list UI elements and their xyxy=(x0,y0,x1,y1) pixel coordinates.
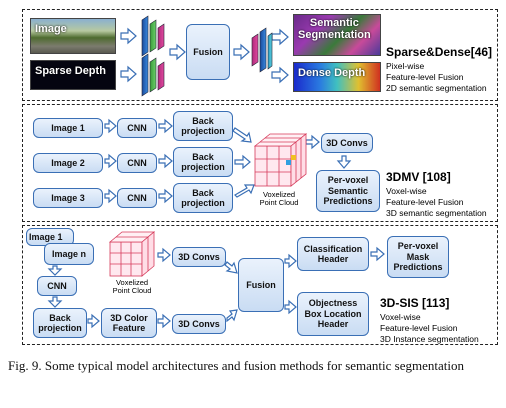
image-3-box: Image 3 xyxy=(33,188,103,208)
back-projection-box-3: Back projection xyxy=(173,183,233,213)
panel1-desc-1: Pixel-wise xyxy=(386,61,425,71)
panel1-desc-2: Feature-level Fusion xyxy=(386,72,464,82)
arrow-right-icon xyxy=(271,66,289,84)
panel-3d-sis xyxy=(22,225,498,345)
sparse-depth-label: Sparse Depth xyxy=(35,65,106,77)
arrow-right-icon xyxy=(233,43,250,61)
fusion-box-p3: Fusion xyxy=(238,258,284,312)
fusion-box: Fusion xyxy=(186,24,230,80)
arrow-diagonal-icon xyxy=(232,127,252,143)
panel-3dmv xyxy=(22,104,498,222)
converging-arrows xyxy=(232,127,255,198)
3d-convs-top-box: 3D Convs xyxy=(172,247,226,267)
feature-maps-decoder xyxy=(251,27,273,73)
arrow-right-icon xyxy=(120,27,137,45)
cnn-box-p3: CNN xyxy=(37,276,77,296)
arrow-right-icon xyxy=(104,188,117,204)
image-1-box: Image 1 xyxy=(33,118,103,138)
arrow-down-icon xyxy=(336,155,352,169)
cnn-box-1: CNN xyxy=(117,118,157,138)
semantic-segmentation-output: Semantic Segmentation xyxy=(293,14,381,56)
voxel-cube-3dmv xyxy=(253,133,308,187)
panel2-title: 3DMV [108] xyxy=(386,170,451,184)
diagonal-arrows xyxy=(224,261,238,323)
voxelized-label-p3: Voxelized Point Cloud xyxy=(112,278,152,296)
panel2-desc-3: 3D semantic segmentation xyxy=(386,208,487,218)
arrow-right-icon xyxy=(104,153,117,169)
arrow-right-icon xyxy=(271,28,289,46)
semantic-segmentation-label: Semantic Segmentation xyxy=(298,17,371,41)
panel3-desc-1: Voxel-wise xyxy=(380,312,421,322)
panel2-desc-2: Feature-level Fusion xyxy=(386,197,464,207)
arrow-right-icon xyxy=(158,188,173,204)
feature-maps-encoder-depth xyxy=(141,53,165,97)
arrow-right-icon xyxy=(158,153,173,169)
panel-sparse-dense xyxy=(22,9,498,101)
classification-header-box: Classification Header xyxy=(297,237,369,271)
image-label: Image xyxy=(35,23,67,35)
dense-depth-label: Dense Depth xyxy=(298,67,366,79)
arrow-right-icon xyxy=(158,118,173,134)
voxel-highlight xyxy=(286,155,296,165)
arrow-right-icon xyxy=(157,313,171,329)
arrow-right-icon xyxy=(169,43,186,61)
arrow-diagonal-icon xyxy=(224,261,238,274)
arrow-right-icon xyxy=(284,253,297,269)
arrow-right-icon xyxy=(120,65,137,83)
panel1-desc-3: 2D semantic segmentation xyxy=(386,83,487,93)
arrow-down-icon xyxy=(47,296,63,308)
3d-convs-bottom-box: 3D Convs xyxy=(172,314,226,334)
arrow-right-icon xyxy=(87,313,100,329)
arrows xyxy=(47,27,385,329)
arrow-diagonal-icon xyxy=(234,184,255,198)
objectness-header-box: Objectness Box Location Header xyxy=(297,292,369,336)
arrow-right-icon xyxy=(370,246,385,262)
image-thumbnail: Image xyxy=(30,18,116,54)
panel3-desc-2: Feature-level Fusion xyxy=(380,323,458,333)
figure-caption: Fig. 9. Some typical model architectures… xyxy=(8,358,464,373)
back-projection-box-p3: Back projection xyxy=(33,308,87,338)
arrow-down-icon xyxy=(47,265,63,276)
feature-maps-encoder-image xyxy=(141,15,165,57)
sparse-depth-thumbnail: Sparse Depth xyxy=(30,60,116,90)
panel2-desc-1: Voxel-wise xyxy=(386,186,427,196)
dense-depth-output: Dense Depth xyxy=(293,62,381,92)
per-voxel-semantic-box: Per-voxel Semantic Predictions xyxy=(316,170,380,212)
3d-color-feature-box: 3D Color Feature xyxy=(101,308,157,338)
arrow-right-icon xyxy=(305,134,320,150)
per-voxel-mask-box: Per-voxel Mask Predictions xyxy=(387,236,449,278)
back-projection-box-1: Back projection xyxy=(173,111,233,141)
panel3-title: 3D-SIS [113] xyxy=(380,296,450,310)
image-2-box: Image 2 xyxy=(33,153,103,173)
arrow-right-icon xyxy=(234,154,251,170)
cnn-box-2: CNN xyxy=(117,153,157,173)
arrow-diagonal-icon xyxy=(226,309,238,323)
voxel-cube-3d-sis xyxy=(108,231,156,277)
panel1-title: Sparse&Dense[46] xyxy=(386,45,493,59)
back-projection-box-2: Back projection xyxy=(173,147,233,177)
image-n-box: Image n xyxy=(44,243,94,265)
arrow-right-icon xyxy=(284,299,297,315)
cnn-box-3: CNN xyxy=(117,188,157,208)
arrow-right-icon xyxy=(104,118,117,134)
voxelized-label: Voxelized Point Cloud xyxy=(259,190,299,208)
3d-convs-box: 3D Convs xyxy=(321,133,373,153)
panel3-desc-3: 3D Instance segmentation xyxy=(380,334,479,344)
arrow-right-icon xyxy=(157,247,171,263)
